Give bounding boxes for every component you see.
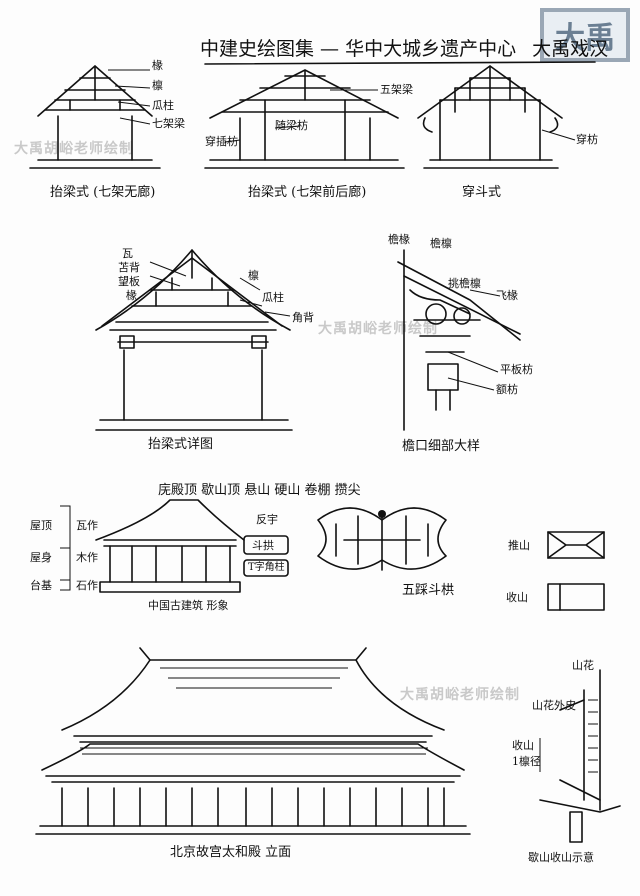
- label-flying-rafter: 飞椽: [496, 289, 518, 302]
- label-stone-work: 石作: [76, 579, 98, 592]
- gable-plan: [547, 583, 605, 611]
- caption-detail: 抬梁式详图: [148, 437, 214, 452]
- page-title: 中建史绘图集 — 华中大城乡遗产中心 大禹戏汉: [200, 40, 608, 59]
- label-recess: 收山: [512, 739, 534, 752]
- label-wood-work: 木作: [76, 551, 98, 564]
- label-reverse-curve: 反宇: [256, 513, 278, 526]
- label-push-hip: 推山: [508, 539, 530, 552]
- caption-fig2: 抬梁式 (七架前后廊): [248, 185, 367, 200]
- watermark: 大禹胡峪老师绘制: [318, 321, 438, 337]
- label-gable-outer: 山花外皮: [532, 699, 576, 712]
- label-roof: 屋顶: [30, 519, 52, 532]
- label-through-tie: 穿枋: [576, 133, 598, 146]
- caption-form: 中国古建筑 形象: [148, 599, 229, 612]
- label-lintel: 额枋: [496, 383, 518, 396]
- title-text: 中建史绘图集 — 华中大城乡遗产中心: [200, 38, 517, 60]
- label-purlin2: 檩: [248, 269, 259, 282]
- label-rafter2: 椽: [126, 289, 137, 302]
- building-form: [60, 499, 245, 593]
- label-eave-rafter: 檐椽: [388, 233, 410, 246]
- fig1-truss: [29, 65, 161, 169]
- label-base: 台基: [30, 579, 52, 592]
- label-tie-beam: 随梁枋: [275, 119, 308, 132]
- label-cantilever-purlin: 挑檐檩: [448, 277, 481, 290]
- logo-text: 大禹: [555, 21, 615, 56]
- hip-plan: [547, 531, 605, 559]
- label-beam7: 七架梁: [152, 117, 185, 130]
- label-cross-tie: 穿插枋: [205, 135, 238, 148]
- label-mortar: 苫背: [118, 261, 140, 274]
- label-body: 屋身: [30, 551, 52, 564]
- stamp-box2: [243, 559, 289, 577]
- label-purlin: 檩: [152, 79, 163, 92]
- caption-fig3: 穿斗式: [462, 185, 502, 200]
- label-tile-work: 瓦作: [76, 519, 98, 532]
- label-rafter: 椽: [152, 59, 163, 72]
- caption-taihedian: 北京故宫太和殿 立面: [170, 845, 292, 860]
- caption-dougong: 五踩斗栱: [402, 583, 455, 598]
- label-gable-in: 收山: [506, 591, 528, 604]
- label-strut: 瓜柱: [152, 99, 174, 112]
- detail-truss: [95, 249, 293, 431]
- label-purlin-dia: 1檩径: [512, 755, 541, 768]
- caption-fig1: 抬梁式 (七架无廊): [50, 185, 156, 200]
- label-strut2: 瓜柱: [262, 291, 284, 304]
- stamp-bracket: 斗拱: [252, 539, 274, 552]
- roof-types: 庑殿顶 歇山顶 悬山 硬山 卷棚 攒尖: [158, 483, 361, 498]
- caption-eave: 檐口细部大样: [402, 439, 481, 454]
- label-plate: 平板枋: [500, 363, 533, 376]
- author-name: 大禹戏汉: [532, 38, 609, 60]
- fig2-truss: [204, 69, 405, 169]
- watermark: 大禹胡峪老师绘制: [400, 687, 520, 703]
- stamp-column: T字角柱: [248, 562, 285, 573]
- label-corner: 角背: [292, 311, 314, 324]
- watermark: 大禹胡峪老师绘制: [14, 141, 134, 157]
- taihedian-elevation: [35, 647, 471, 835]
- eave-detail: [397, 249, 521, 431]
- caption-hip-gable: 歇山收山示意: [528, 851, 594, 864]
- label-board: 望板: [118, 275, 140, 288]
- hip-gable-section: [539, 669, 621, 843]
- label-beam5: 五架梁: [380, 83, 413, 96]
- fig3-truss: [417, 65, 576, 169]
- label-gable-flower: 山花: [572, 659, 594, 672]
- label-tile: 瓦: [122, 247, 133, 260]
- brand-logo: 大禹: [540, 8, 630, 62]
- stamp-box: [243, 535, 289, 555]
- dougong: [317, 507, 447, 571]
- label-eave-purlin: 檐檩: [430, 237, 452, 250]
